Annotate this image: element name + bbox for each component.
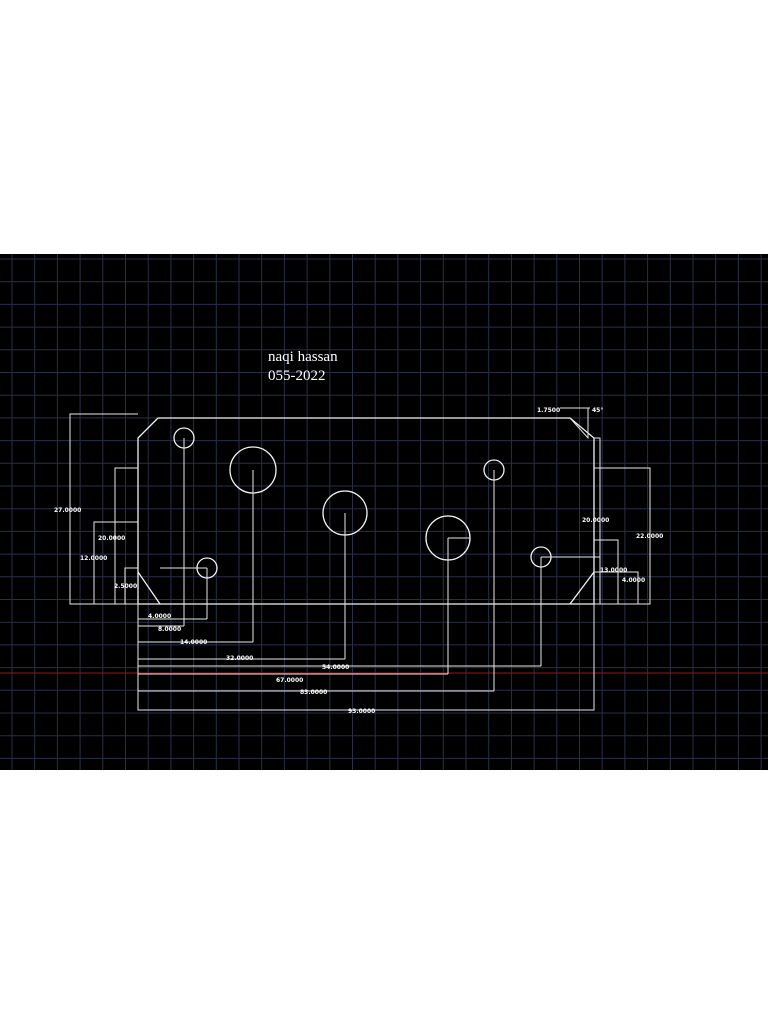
drawing-title-name: naqi hassan [268,349,338,365]
dim-right-small: 13.0000 [600,567,627,574]
dim-baseline-2: 8.0000 [158,626,181,633]
dim-right-inner-height: 20.0000 [582,517,609,524]
dim-baseline-7: 83.0000 [300,689,327,696]
dim-angle: 45° [592,407,603,414]
drawing-title-id: 055-2022 [268,368,326,384]
bottom-left-chamfer [137,571,161,605]
dim-baseline-5: 54.0000 [322,664,349,671]
dim-left-small: 2.5000 [114,583,137,590]
dim-baseline-6: 67.0000 [276,677,303,684]
dimension-lines [69,407,651,711]
bottom-right-chamfer [569,571,595,605]
dim-baseline-1: 4.0000 [148,613,171,620]
background-grid [0,254,768,770]
dim-left-mid-height: 20.0000 [98,535,125,542]
cad-drawing: naqi hassan 055-2022 [0,254,768,770]
part-outline [137,417,595,605]
dim-left-overall-height: 27.0000 [54,507,81,514]
dimension-texts: 1.7500 45° 27.0000 20.0000 12.0000 2.500… [54,407,663,715]
dim-top-right: 1.7500 [537,407,560,414]
dim-baseline-4: 32.0000 [226,655,253,662]
cad-viewport[interactable]: naqi hassan 055-2022 [0,254,768,770]
dim-right-overall-height: 22.0000 [636,533,663,540]
part-geometry [137,417,595,605]
dim-left-lower-height: 12.0000 [80,555,107,562]
dim-right-tiny: 4.0000 [622,577,645,584]
dim-baseline-3: 14.0000 [180,639,207,646]
dim-baseline-8: 93.0000 [348,708,375,715]
